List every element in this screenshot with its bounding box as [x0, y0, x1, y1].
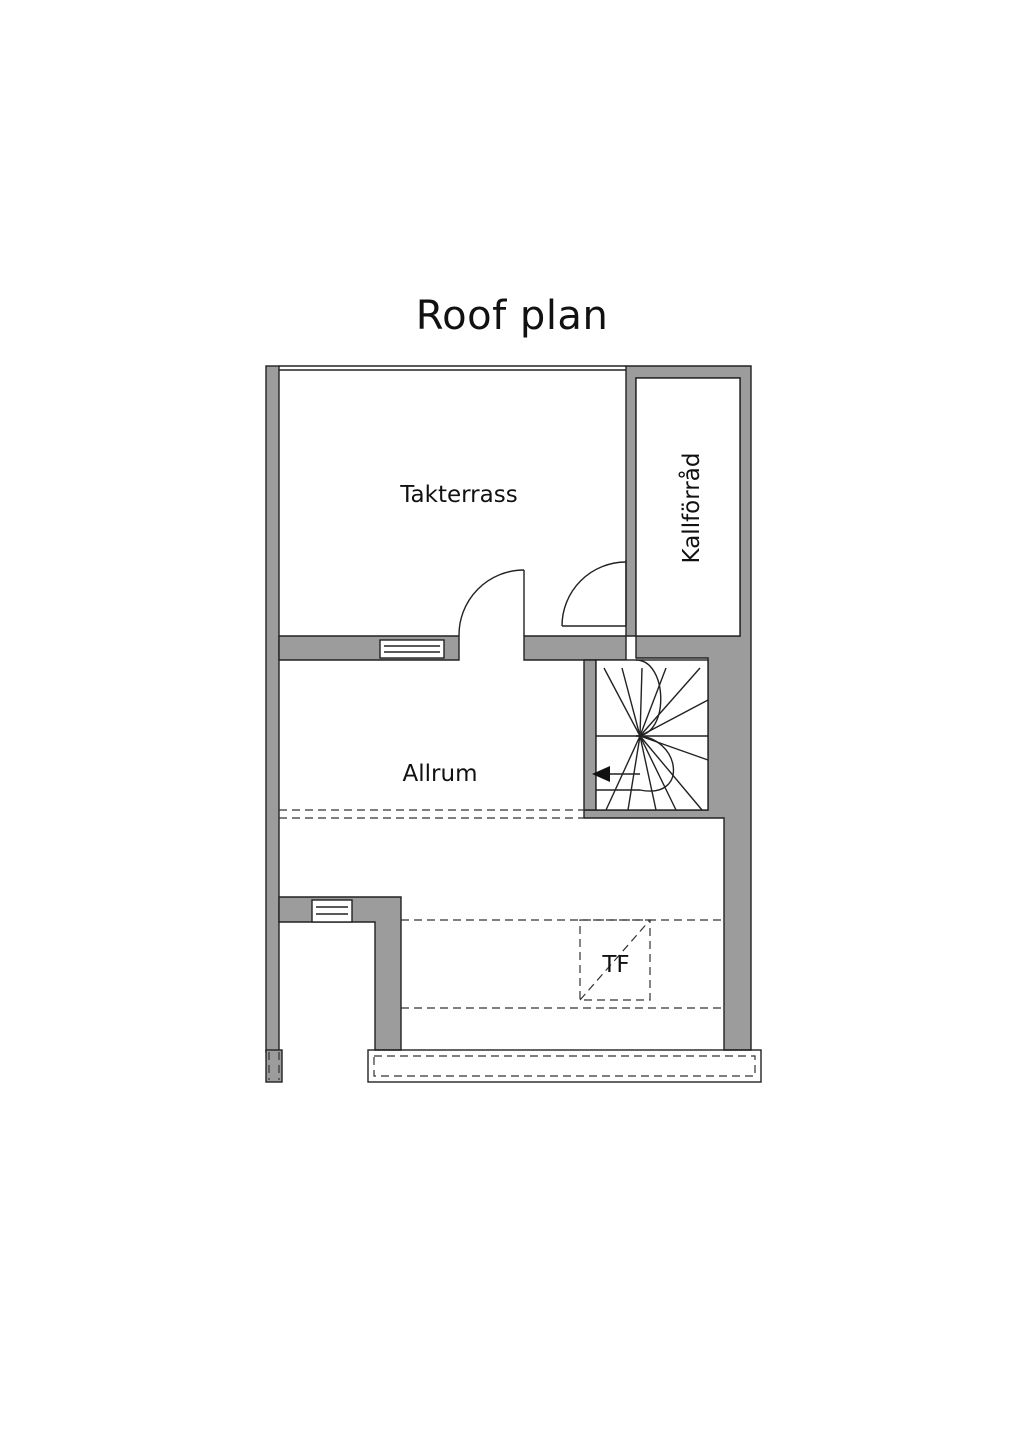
roof-lines	[279, 809, 724, 1009]
bottom-left-stub	[265, 1049, 283, 1083]
room-label-tf: TF	[601, 952, 629, 978]
door-swing-storage	[561, 561, 627, 627]
roof-hatch	[579, 919, 651, 1001]
staircase	[592, 659, 709, 811]
doors	[458, 560, 627, 637]
left-wall	[265, 365, 280, 1053]
window-lower	[311, 899, 353, 923]
stair-arrow-icon	[592, 766, 610, 782]
page-title: Roof plan	[415, 293, 609, 339]
window	[379, 639, 445, 659]
balcony	[367, 1049, 762, 1083]
room-outlines	[268, 365, 762, 1083]
terrace-wall-right	[523, 635, 627, 661]
room-label-allrum: Allrum	[403, 761, 478, 787]
door-swing	[458, 569, 525, 637]
room-label-takterrass: Takterrass	[399, 482, 517, 508]
kallforrad-room	[635, 377, 741, 637]
stair-wall	[583, 659, 597, 811]
room-label-kallforrad: Kallförråd	[677, 453, 705, 564]
